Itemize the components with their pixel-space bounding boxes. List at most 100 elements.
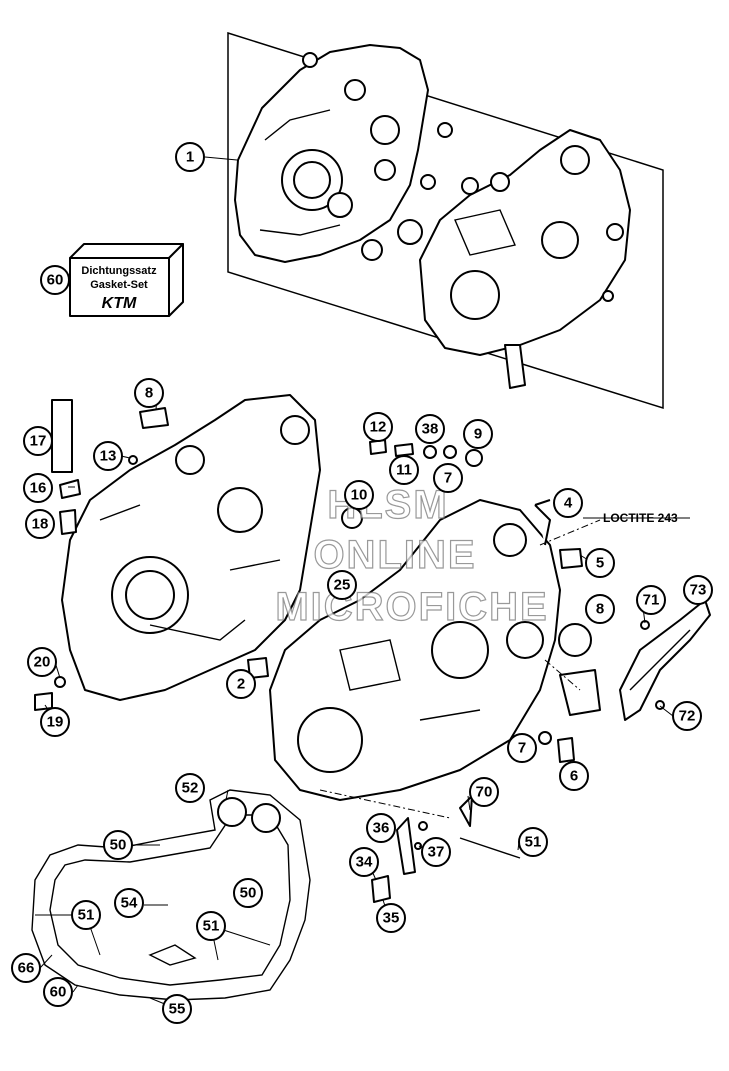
upper-right-case-half <box>419 129 631 389</box>
svg-text:11: 11 <box>396 462 412 479</box>
callout-52: 52 <box>175 773 205 803</box>
assembly-frame <box>227 31 664 410</box>
callout-73: 73 <box>683 575 713 605</box>
callout-36: 36 <box>366 813 396 843</box>
callout-5: 5 <box>585 548 615 578</box>
svg-text:7: 7 <box>444 470 452 487</box>
svg-text:37: 37 <box>428 844 445 861</box>
svg-text:36: 36 <box>373 820 390 837</box>
svg-text:50: 50 <box>240 885 257 902</box>
callout-72: 72 <box>672 701 702 731</box>
upper-left-case-half <box>234 44 453 263</box>
centerline-3 <box>319 789 451 819</box>
svg-text:12: 12 <box>370 419 387 436</box>
callout-7-lower: 7 <box>507 733 537 763</box>
svg-text:38: 38 <box>422 421 439 438</box>
main-left-case-half <box>34 394 321 711</box>
callout-8: 8 <box>134 378 164 408</box>
callouts: 1 60 8 17 13 12 38 9 11 7 16 10 4 18 5 2… <box>11 142 713 1024</box>
svg-text:70: 70 <box>476 784 493 801</box>
svg-text:60: 60 <box>50 984 67 1001</box>
callout-60: 60 <box>40 265 70 295</box>
loctite-note: LOCTITE 243 <box>603 511 678 525</box>
svg-text:52: 52 <box>182 780 199 797</box>
svg-text:34: 34 <box>356 854 373 871</box>
callout-7: 7 <box>433 463 463 493</box>
gasket-box-line2: Gasket-Set <box>90 279 148 291</box>
main-right-case-half <box>269 439 601 801</box>
callout-6: 6 <box>559 761 589 791</box>
callout-50: 50 <box>103 830 133 860</box>
svg-text:18: 18 <box>32 516 49 533</box>
svg-text:50: 50 <box>110 837 127 854</box>
svg-text:25: 25 <box>334 577 351 594</box>
svg-text:60: 60 <box>47 272 64 289</box>
callout-55: 55 <box>162 994 192 1024</box>
callout-51-center: 51 <box>196 911 226 941</box>
svg-text:71: 71 <box>643 592 660 609</box>
callout-60-lower: 60 <box>43 977 73 1007</box>
svg-text:51: 51 <box>203 918 220 935</box>
callout-54: 54 <box>114 888 144 918</box>
case-gasket <box>31 789 311 1001</box>
svg-text:73: 73 <box>690 582 707 599</box>
callout-35: 35 <box>376 903 406 933</box>
svg-text:10: 10 <box>351 487 368 504</box>
svg-text:5: 5 <box>596 555 604 572</box>
svg-text:35: 35 <box>383 910 400 927</box>
callout-25: 25 <box>327 570 357 600</box>
callout-10: 10 <box>344 480 374 510</box>
callout-16: 16 <box>23 473 53 503</box>
callout-2: 2 <box>226 669 256 699</box>
svg-text:7: 7 <box>518 740 526 757</box>
callout-4: 4 <box>553 488 583 518</box>
svg-text:13: 13 <box>100 448 117 465</box>
svg-text:66: 66 <box>18 960 35 977</box>
svg-text:19: 19 <box>47 714 64 731</box>
svg-text:72: 72 <box>679 708 696 725</box>
callout-51-left: 51 <box>71 900 101 930</box>
callout-37: 37 <box>421 837 451 867</box>
callout-34: 34 <box>349 847 379 877</box>
svg-text:8: 8 <box>145 385 153 402</box>
svg-text:6: 6 <box>570 768 578 785</box>
svg-text:1: 1 <box>186 149 194 166</box>
callout-9: 9 <box>463 419 493 449</box>
svg-text:ONLINE: ONLINE <box>313 533 476 577</box>
svg-text:16: 16 <box>30 480 47 497</box>
callout-1: 1 <box>175 142 205 172</box>
callout-66: 66 <box>11 953 41 983</box>
svg-text:4: 4 <box>564 495 573 512</box>
callout-13: 13 <box>93 441 123 471</box>
svg-text:20: 20 <box>34 654 51 671</box>
gasket-set-box: Dichtungssatz Gasket-Set KTM <box>69 243 184 317</box>
callout-19: 19 <box>40 707 70 737</box>
callout-70: 70 <box>469 777 499 807</box>
oil-pump-small-parts <box>371 795 521 903</box>
callout-38: 38 <box>415 414 445 444</box>
gasket-box-line1: Dichtungssatz <box>81 265 157 277</box>
callout-18: 18 <box>25 509 55 539</box>
svg-text:54: 54 <box>121 895 138 912</box>
svg-text:51: 51 <box>78 907 95 924</box>
svg-text:8: 8 <box>596 601 604 618</box>
callout-12: 12 <box>363 412 393 442</box>
ktm-logo: KTM <box>102 295 137 312</box>
svg-text:HLSM: HLSM <box>327 483 448 527</box>
watermark: HLSM ONLINE MICROFICHE <box>275 482 548 629</box>
callout-51: 51 <box>518 827 548 857</box>
callout-17: 17 <box>23 426 53 456</box>
centerline-1 <box>539 519 601 546</box>
svg-text:55: 55 <box>169 1001 186 1018</box>
svg-text:MICROFICHE: MICROFICHE <box>275 585 548 629</box>
chain-guide-assembly <box>619 599 711 721</box>
callout-71: 71 <box>636 585 666 615</box>
svg-text:9: 9 <box>474 426 482 443</box>
svg-text:51: 51 <box>525 834 542 851</box>
svg-text:17: 17 <box>30 433 47 450</box>
callout-20: 20 <box>27 647 57 677</box>
callout-11: 11 <box>389 455 419 485</box>
callout-8-right: 8 <box>585 594 615 624</box>
callout-50-right: 50 <box>233 878 263 908</box>
